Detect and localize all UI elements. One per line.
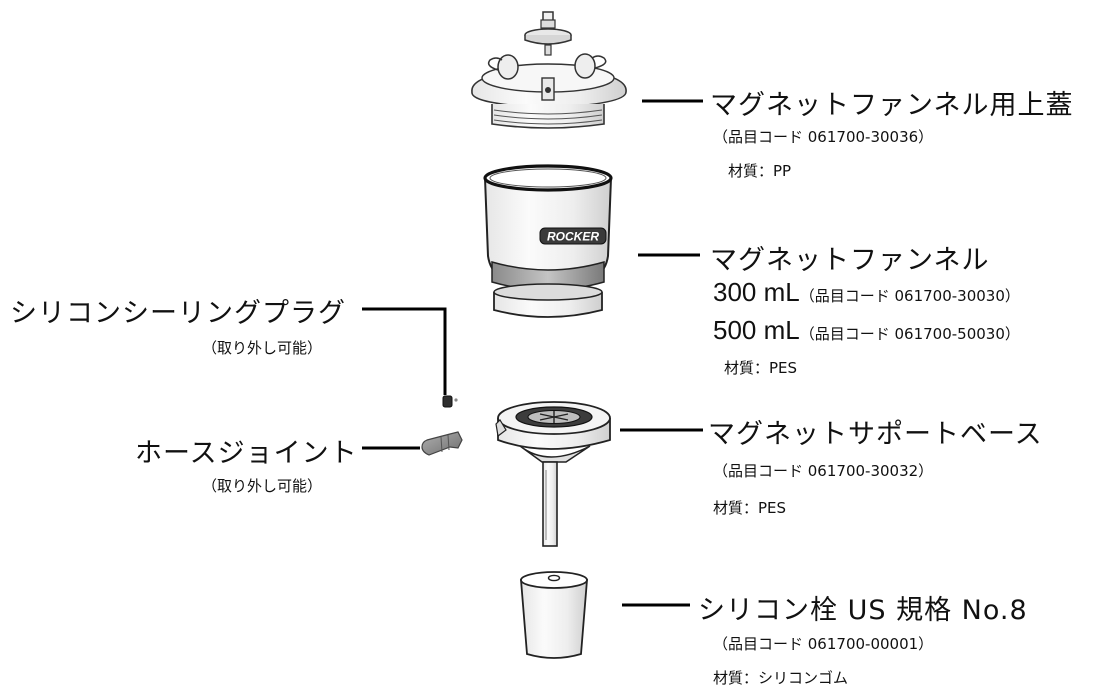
- funnel-300-volume: 300 mL: [713, 277, 800, 307]
- lid-code: （品目コード 061700-30036）: [713, 128, 934, 146]
- plug-note: （取り外し可能）: [202, 339, 323, 357]
- funnel-300-row: 300 mL（品目コード 061700-30030）: [713, 277, 1020, 308]
- stopper-illustration: [520, 571, 588, 659]
- funnel-logo-text: ROCKER: [547, 230, 599, 244]
- plug-illustration: [442, 395, 458, 408]
- leader-lines: [362, 99, 703, 607]
- base-material: 材質：PES: [713, 499, 787, 517]
- joint-name: ホースジョイント: [135, 438, 358, 469]
- stopper-material: 材質：シリコンゴム: [713, 669, 849, 687]
- lid-material: 材質：PP: [728, 162, 792, 180]
- joint-illustration: [421, 431, 463, 456]
- funnel-illustration: ROCKER: [483, 164, 613, 318]
- funnel-name: マグネットファンネル: [710, 245, 990, 276]
- funnel-300-code: （品目コード 061700-30030）: [799, 287, 1020, 305]
- lid-name: マグネットファンネル用上蓋: [710, 90, 1074, 121]
- funnel-material: 材質：PES: [724, 359, 798, 377]
- funnel-500-volume: 500 mL: [713, 315, 800, 345]
- base-illustration: [495, 401, 611, 547]
- stopper-code: （品目コード 061700-00001）: [713, 635, 934, 653]
- plug-name: シリコンシーリングプラグ: [10, 298, 346, 329]
- joint-note: （取り外し可能）: [202, 477, 323, 495]
- funnel-500-row: 500 mL（品目コード 061700-50030）: [713, 315, 1020, 346]
- lid-illustration: [471, 11, 627, 129]
- funnel-500-code: （品目コード 061700-50030）: [799, 325, 1020, 343]
- base-code: （品目コード 061700-30032）: [713, 462, 934, 480]
- stopper-name: シリコン栓 US 規格 No.8: [698, 595, 1028, 626]
- base-name: マグネットサポートベース: [708, 419, 1043, 450]
